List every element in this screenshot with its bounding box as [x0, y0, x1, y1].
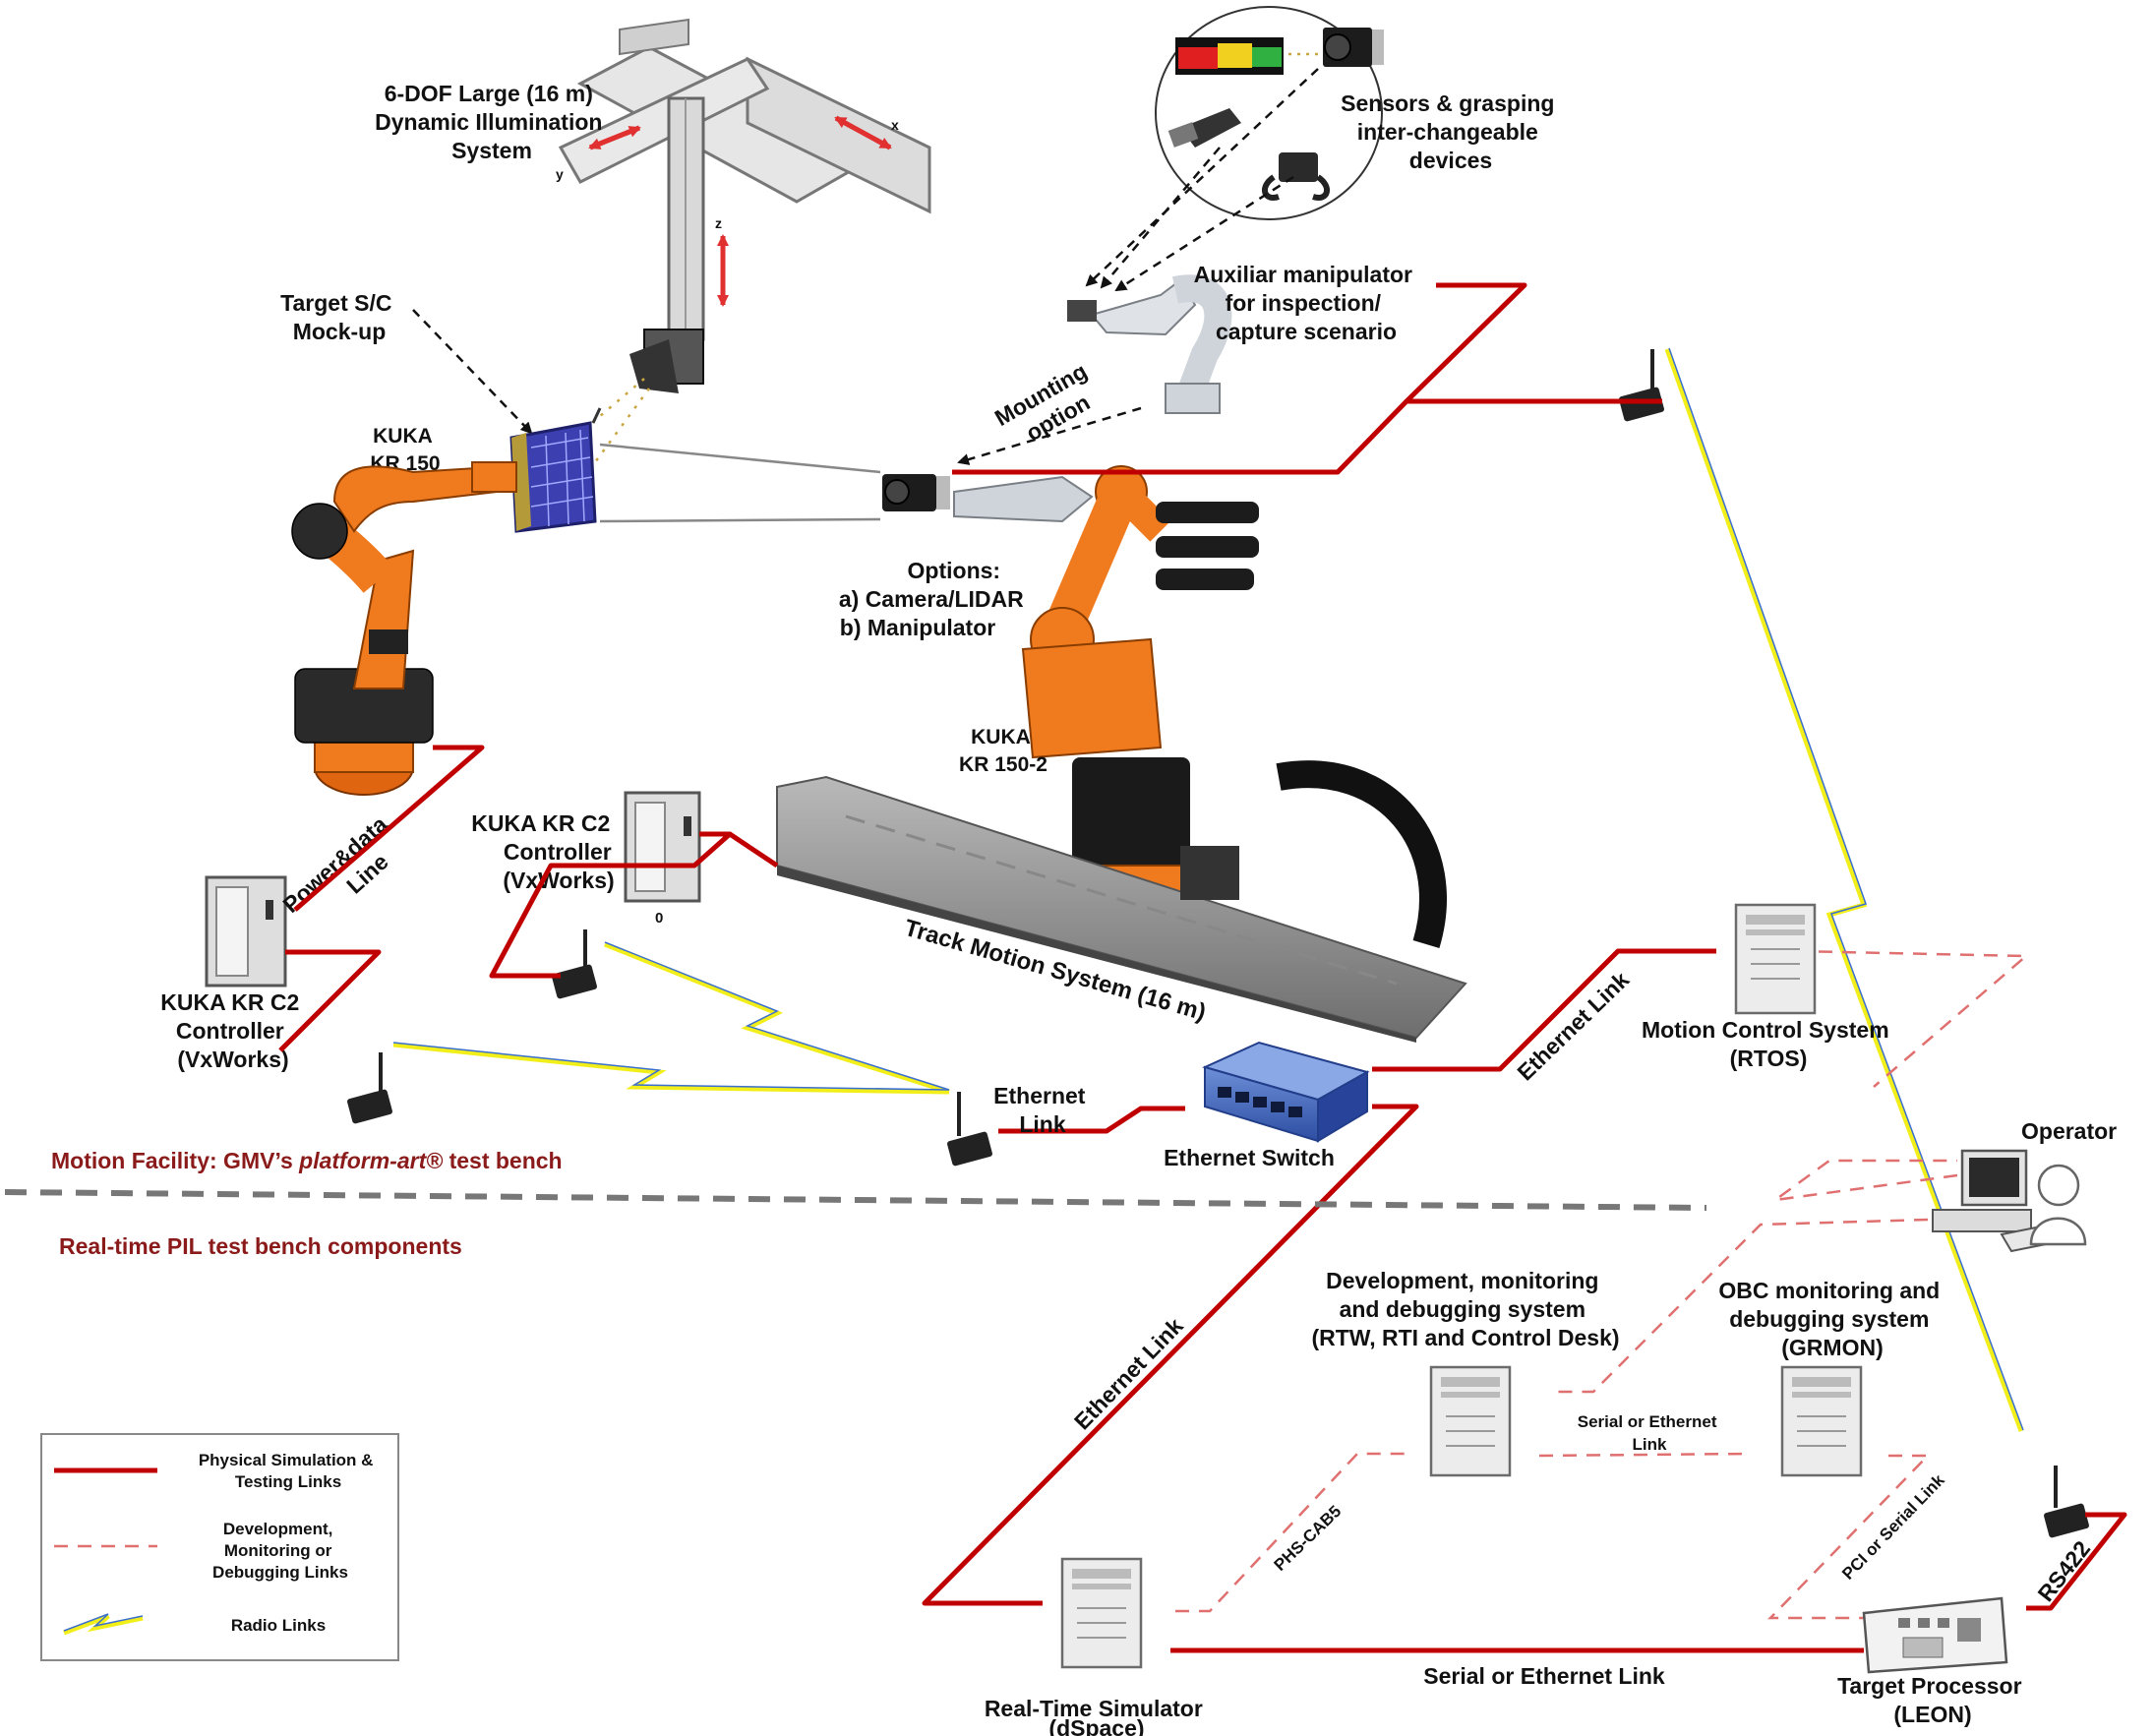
- controller-left-cabinet: [205, 875, 287, 988]
- mounting-label: Mounting option: [990, 355, 1111, 456]
- dev-system-tower: [1429, 1365, 1512, 1477]
- radio-link-switch-left: [392, 1042, 950, 1095]
- radio-antenna-switch: [947, 1092, 992, 1167]
- devlink-dev-obc: [1538, 1452, 1752, 1458]
- radio-link-switch-mid: [604, 941, 950, 1095]
- kuka-kr150-robot: [291, 461, 517, 796]
- motion-facility-label: Motion Facility: GMV’s platform-art® tes…: [51, 1148, 563, 1173]
- devlink-operator-left: [1774, 1159, 1958, 1202]
- realtime-pil-label: Real-time PIL test bench components: [59, 1233, 462, 1259]
- radio-antenna-left: [347, 1052, 392, 1124]
- controller-mid-label: KUKA KR C2 Controller (VxWorks): [471, 810, 618, 893]
- pci-serial-label: PCI or Serial Link: [1838, 1470, 1948, 1584]
- sensors-label: Sensors & grasping inter-changeable devi…: [1341, 90, 1561, 173]
- target-processor-label: Target Processor (LEON): [1837, 1673, 2028, 1727]
- rt-simulator-label: Real-Time Simulator (dSpace): [985, 1696, 1209, 1736]
- motion-control-tower: [1734, 903, 1817, 1015]
- ethernet-link-left-label: Ethernet Link: [993, 1083, 1092, 1137]
- operator-label: Operator: [2021, 1118, 2117, 1144]
- obc-system-tower: [1780, 1365, 1863, 1477]
- devlink-simulator-dev: [1175, 1452, 1406, 1613]
- power-data-label: Power&data Line: [277, 807, 415, 938]
- radio-antenna-mid: [552, 929, 597, 999]
- sensor-camera-icon: [1323, 28, 1384, 67]
- devlink-mcs-operator: [1794, 949, 2030, 1088]
- ethernet-link-mcs-label: Ethernet Link: [1512, 967, 1634, 1086]
- legend-box: [40, 1433, 399, 1661]
- lidar-scan-image: [1175, 37, 1284, 75]
- auxiliar-label: Auxiliar manipulator for inspection/ cap…: [1194, 262, 1419, 344]
- kuka-kr150-2-label: KUKA KR 150-2: [959, 726, 1047, 776]
- auxiliar-manipulator-image: [1067, 274, 1232, 414]
- link-left-controller: [278, 949, 382, 1052]
- obc-system-label: OBC monitoring and debugging system (GRM…: [1718, 1278, 1945, 1360]
- kuka-kr150-2-robot: [953, 465, 1259, 896]
- track-motion-rail: [776, 760, 1467, 1043]
- controller-left-label: KUKA KR C2 Controller (VxWorks): [160, 989, 305, 1072]
- operator-workstation: [1932, 1149, 2087, 1253]
- link-switch-simulator: [922, 1104, 1419, 1606]
- radio-link-top-target: [1664, 347, 2024, 1432]
- ethernet-switch-device: [1202, 1041, 1370, 1143]
- devlink-operator-dev: [1549, 1218, 1929, 1394]
- axis-y-label: y: [556, 166, 564, 182]
- rs422-label: RS422: [2032, 1536, 2095, 1606]
- radio-antenna-target: [2044, 1466, 2089, 1538]
- link-aux-top: [1405, 282, 1527, 403]
- link-kr150-power: [293, 745, 485, 912]
- link-mid-controller-radio: [489, 831, 733, 979]
- track-camera-icon: [882, 474, 950, 511]
- target-processor-board: [1862, 1596, 2008, 1674]
- link-track-robot-top: [952, 398, 1662, 475]
- radio-antenna-top: [1619, 349, 1664, 422]
- serial-eth-bottom-label: Serial or Ethernet Link: [1423, 1663, 1665, 1689]
- link-target-rs422: [2026, 1512, 2127, 1611]
- devlink-obc-target: [1767, 1454, 1931, 1620]
- link-switch-mcs: [1372, 948, 1716, 1072]
- axis-z-label: z: [715, 215, 722, 231]
- link-switch-radio: [998, 1106, 1185, 1134]
- legend-radio-label: Radio Links: [231, 1616, 326, 1635]
- ethernet-link-diag-label: Ethernet Link: [1069, 1313, 1188, 1435]
- phs-cab5-label: PHS-CAB5: [1271, 1502, 1346, 1575]
- controller-zero-label: 0: [655, 910, 663, 927]
- ethernet-switch-label: Ethernet Switch: [1164, 1145, 1335, 1170]
- target-spacecraft-mockup: [509, 407, 602, 533]
- dev-system-label: Development, monitoring and debugging sy…: [1311, 1268, 1619, 1350]
- section-divider: [4, 1189, 1707, 1211]
- sensors-devices-ellipse: [1155, 6, 1383, 220]
- target-sc-label: Target S/C Mock-up: [280, 290, 398, 344]
- serial-eth-small-label: Serial or Ethernet Link: [1578, 1412, 1721, 1454]
- legend-development-label: Development, Monitoring or Debugging Lin…: [212, 1520, 348, 1582]
- rt-simulator-tower: [1060, 1557, 1143, 1669]
- illumination-gantry: x y z: [556, 18, 931, 393]
- motion-control-label: Motion Control System (RTOS): [1642, 1017, 1895, 1071]
- legend-physical-label: Physical Simulation & Testing Links: [199, 1451, 378, 1491]
- options-label: Options: a) Camera/LIDAR b) Manipulator: [839, 558, 1030, 640]
- controller-mid-cabinet: [624, 791, 701, 903]
- gripper-icon: [1167, 108, 1241, 148]
- illumination-label: 6-DOF Large (16 m) Dynamic Illumination …: [375, 81, 609, 163]
- axis-x-label: x: [891, 117, 899, 133]
- grasping-tool-icon: [1262, 152, 1330, 201]
